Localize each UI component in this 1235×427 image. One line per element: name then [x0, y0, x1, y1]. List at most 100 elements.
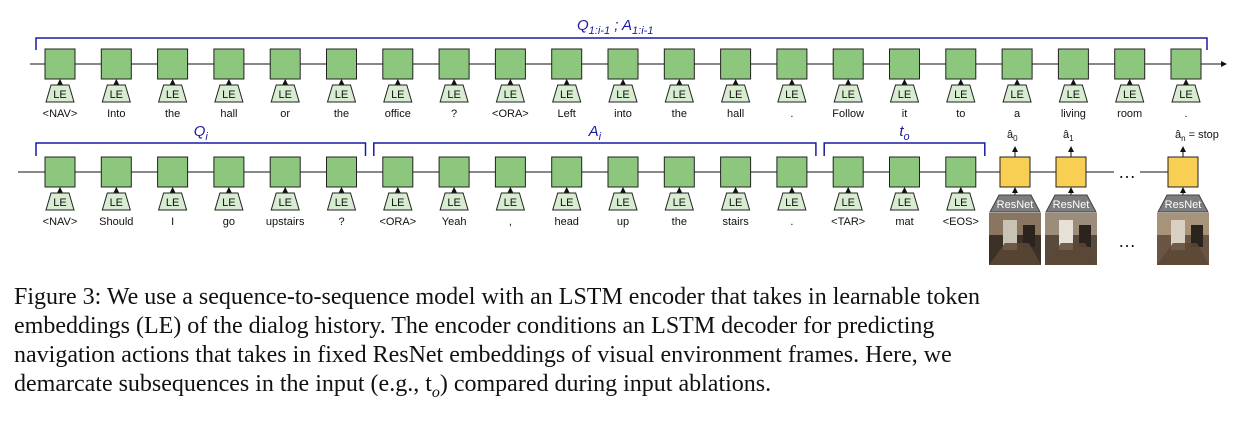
le-trapezoid	[495, 192, 526, 211]
token-label: it	[902, 108, 908, 120]
le-label: LE	[954, 89, 967, 101]
caption-line-4-b: ) compared during input ablations.	[439, 371, 772, 397]
row1-unit: LE Left	[551, 48, 583, 120]
le-trapezoid	[45, 192, 75, 211]
token-label: office	[385, 108, 411, 120]
row1-unit: LE office	[382, 48, 414, 120]
le-label: LE	[110, 89, 123, 101]
le-trapezoid	[889, 192, 920, 211]
token-label: .	[790, 108, 793, 120]
row1-unit: LE?	[438, 48, 470, 120]
le-trapezoid	[157, 192, 188, 211]
le-trapezoid	[214, 84, 244, 103]
caption-line-1: Figure 3: We use a sequence-to-sequence …	[14, 284, 980, 310]
resnet-trapezoid	[1045, 194, 1097, 213]
environment-frame-image	[1045, 213, 1097, 265]
frames-ellipsis: …	[1118, 231, 1136, 251]
caption-line-4-a: demarcate subsequences in the input (e.g…	[14, 371, 432, 397]
token-label: to	[956, 108, 965, 120]
lstm-cell	[945, 156, 977, 188]
token-label: Should	[99, 216, 133, 228]
lstm-cell	[1057, 48, 1089, 80]
resnet-label: ResNet	[997, 199, 1034, 211]
token-label: ?	[338, 216, 344, 228]
brace-line	[35, 142, 367, 156]
lstm-cell	[326, 156, 357, 188]
le-trapezoid	[552, 84, 582, 103]
le-trapezoid	[45, 84, 75, 103]
lstm-cell	[551, 48, 583, 80]
token-label: <EOS>	[943, 216, 979, 228]
token-label: <TAR>	[831, 216, 865, 228]
lstm-cell	[438, 48, 470, 80]
model-diagram: Q1:i-1 ; A1:i-1 LE<NAV>LEIntoLEtheLEhall…	[18, 17, 1227, 265]
row1-encoder: LE<NAV>LEIntoLEtheLEhallLEorLEtheLEoffic…	[30, 48, 1227, 120]
lstm-cell	[776, 156, 808, 188]
token-label: go	[223, 216, 235, 228]
le-label: LE	[673, 197, 686, 209]
le-trapezoid	[383, 84, 413, 103]
le-label: LE	[391, 89, 404, 101]
lstm-cell	[663, 48, 695, 80]
lstm-cell	[1001, 48, 1033, 80]
lstm-cell	[382, 156, 414, 188]
row2-unit: LE<TAR>	[831, 156, 865, 228]
lstm-cell	[832, 48, 864, 80]
le-label: LE	[673, 89, 686, 101]
le-label: LE	[560, 89, 573, 101]
le-label: LE	[504, 197, 517, 209]
token-label: ,	[509, 216, 512, 228]
le-trapezoid	[1115, 84, 1145, 103]
le-trapezoid	[946, 84, 976, 103]
le-label: LE	[53, 89, 66, 101]
row2-unit: LE Should	[99, 156, 133, 228]
decoder-lstm-cell	[1167, 156, 1199, 188]
le-trapezoid	[664, 84, 694, 103]
row1-unit: LEa	[1001, 48, 1033, 120]
lstm-cell	[44, 48, 76, 80]
le-trapezoid	[720, 84, 751, 103]
le-label: LE	[898, 197, 911, 209]
le-trapezoid	[383, 192, 413, 211]
le-label: LE	[841, 89, 854, 101]
token-label: ?	[451, 108, 457, 120]
lstm-cell	[1170, 48, 1202, 80]
le-label: LE	[616, 89, 629, 101]
lstm-cell	[326, 48, 357, 80]
row1-unit: LE to	[945, 48, 977, 120]
lstm-cell	[720, 48, 752, 80]
lstm-cell	[494, 48, 526, 80]
le-trapezoid	[608, 192, 638, 211]
decoder-ellipsis: …	[1118, 162, 1136, 182]
row2-unit: LEI	[157, 156, 189, 228]
le-label: LE	[110, 197, 123, 209]
lstm-cell	[494, 156, 526, 188]
token-label: room	[1117, 108, 1142, 120]
token-label: hall	[727, 108, 744, 120]
le-trapezoid	[157, 84, 188, 103]
lstm-cell	[382, 48, 414, 80]
row2-unit: LE?	[326, 156, 357, 228]
le-label: LE	[504, 89, 517, 101]
row1-unit: LE<NAV>	[43, 48, 77, 120]
le-label: LE	[1067, 89, 1080, 101]
decoder-lstm-cell	[999, 156, 1031, 188]
resnet-label: ResNet	[1053, 199, 1090, 211]
token-label: the	[165, 108, 180, 120]
lstm-cell	[438, 156, 470, 188]
token-label: Left	[558, 108, 576, 120]
row2-group-brace: to	[823, 123, 986, 156]
row2-encoder: LE<NAV>LEShouldLEILEgoLEupstairsLE?LE<OR…	[18, 156, 979, 228]
lstm-cell	[269, 156, 301, 188]
le-trapezoid	[214, 192, 244, 211]
